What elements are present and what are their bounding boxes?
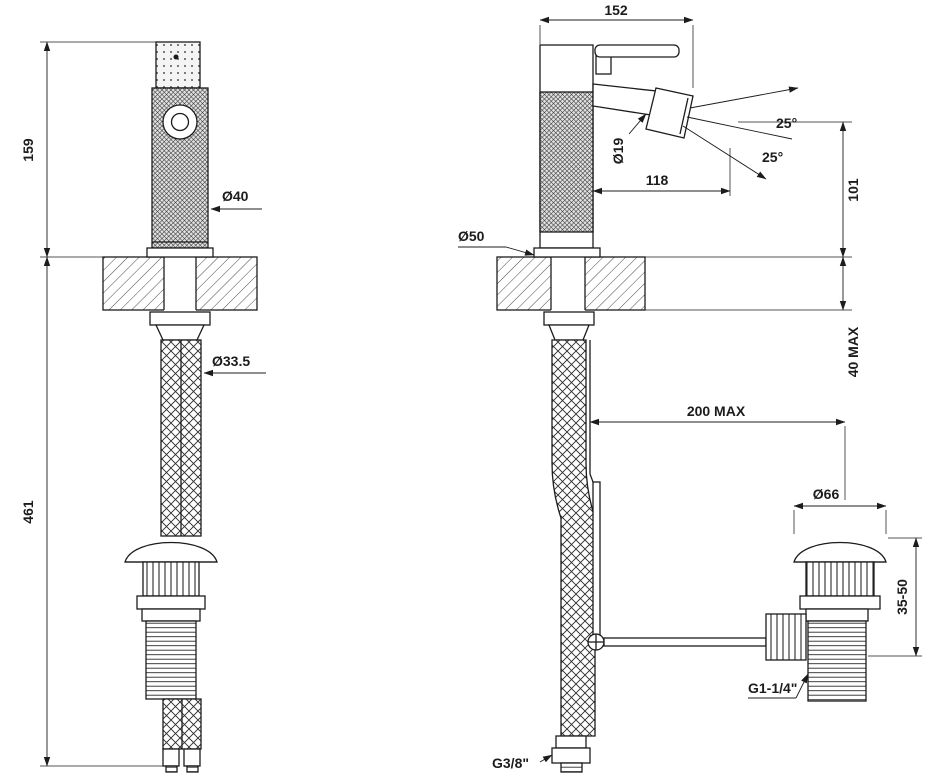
hose-nut bbox=[551, 747, 591, 764]
supply-thread-label: G3/8" bbox=[492, 755, 529, 771]
dim-35-50-group: 35-50 bbox=[868, 537, 922, 657]
dim-40max-group: 40 MAX bbox=[839, 256, 861, 377]
hose-fitting-right bbox=[183, 748, 201, 767]
countertop-front bbox=[102, 256, 258, 311]
handle-joint bbox=[595, 55, 612, 75]
mounting-nut-front bbox=[149, 311, 211, 341]
dim-118-label: 118 bbox=[646, 172, 669, 188]
waste-ring-front bbox=[136, 595, 206, 610]
washer-side bbox=[548, 324, 590, 341]
dim-35-50-label: 35-50 bbox=[894, 579, 910, 615]
locknut-side bbox=[543, 311, 595, 326]
faucet-knurl-side bbox=[539, 91, 594, 233]
leader-o50-b bbox=[505, 246, 535, 256]
waste-thread-callout: G1-1/4" bbox=[748, 673, 809, 699]
rod-lower bbox=[592, 481, 601, 636]
dim-152-label: 152 bbox=[604, 2, 628, 18]
waste-thread-front bbox=[145, 620, 197, 700]
spout-outlet-outer bbox=[162, 104, 198, 140]
supply-hoses-front bbox=[160, 339, 202, 537]
spray-line-upper bbox=[689, 86, 799, 109]
supply-hoses-front-lower bbox=[162, 698, 202, 773]
dim-o50-label: Ø50 bbox=[458, 228, 485, 244]
hose-end-fitting-side bbox=[551, 735, 591, 773]
spout-tube bbox=[592, 83, 657, 116]
waste-ring-side bbox=[799, 595, 881, 610]
waste-cap-side bbox=[793, 541, 887, 563]
popup-rod bbox=[587, 340, 767, 651]
waste-neck-side bbox=[805, 561, 875, 597]
shank-clearance-side bbox=[551, 256, 585, 311]
dim-101-group: 101 bbox=[738, 121, 861, 258]
locknut-front bbox=[149, 311, 211, 326]
front-dimension-lines: 159 461 Ø40 Ø33.5 bbox=[20, 41, 266, 767]
dim-o66-label: Ø66 bbox=[813, 486, 840, 502]
dim-101-label: 101 bbox=[845, 178, 861, 202]
dim-o50-group: Ø50 bbox=[458, 228, 535, 256]
mounting-nut-side bbox=[543, 311, 595, 341]
lever-pin-dot bbox=[173, 54, 179, 60]
washer-front bbox=[154, 324, 206, 341]
spray-line-lower bbox=[682, 125, 767, 180]
braided-hose-side bbox=[551, 339, 596, 737]
side-view: 152 25° 25° Ø19 bbox=[458, 2, 922, 773]
dim-118-group: 118 bbox=[592, 148, 731, 196]
dim-o40-label: Ø40 bbox=[222, 188, 249, 204]
dim-40max-label: 40 MAX bbox=[845, 326, 861, 377]
waste-thread-side bbox=[807, 620, 867, 702]
countertop-side bbox=[496, 256, 852, 311]
faucet-front bbox=[146, 41, 214, 258]
spray-angle-annotation: 25° 25° bbox=[682, 86, 799, 180]
leader-g114-b bbox=[795, 673, 809, 699]
dim-159-label: 159 bbox=[20, 138, 36, 162]
hose-thread-stub bbox=[560, 762, 583, 773]
leader-o19 bbox=[628, 113, 647, 135]
dim-o66-group: Ø66 bbox=[793, 486, 887, 534]
spray-line-axis bbox=[686, 116, 793, 140]
rod-jog bbox=[589, 473, 594, 483]
hose-fitting-left bbox=[162, 748, 180, 767]
dim-o19-label: Ø19 bbox=[610, 138, 626, 165]
base-escutcheon-side bbox=[533, 247, 601, 258]
dim-o19-group: Ø19 bbox=[610, 113, 647, 165]
front-view: 159 461 Ø40 Ø33.5 bbox=[20, 41, 266, 773]
dim-200max-group: 200 MAX bbox=[589, 403, 846, 500]
waste-collar-front bbox=[141, 608, 201, 622]
popup-waste-side bbox=[765, 541, 887, 702]
faucet-side bbox=[533, 44, 694, 258]
rod-entry-boss bbox=[765, 613, 807, 661]
waste-thread-label: G1-1/4" bbox=[748, 680, 797, 696]
hose-stub-right bbox=[186, 765, 199, 773]
spray-angle-lower-label: 25° bbox=[762, 149, 783, 165]
hose-ferrule bbox=[555, 735, 587, 749]
shank-clearance-front bbox=[164, 256, 196, 311]
lever-front bbox=[155, 41, 201, 89]
dim-o33-5-label: Ø33.5 bbox=[212, 353, 250, 369]
rod-horizontal bbox=[603, 637, 767, 647]
base-escutcheon-front bbox=[146, 247, 214, 258]
dim-461-label: 461 bbox=[20, 500, 36, 524]
dim-200max-label: 200 MAX bbox=[687, 403, 746, 419]
dim-152-group: 152 bbox=[539, 2, 694, 88]
handle-lever bbox=[594, 44, 680, 58]
spray-angle-upper-label: 25° bbox=[776, 115, 797, 131]
waste-collar-side bbox=[805, 608, 869, 622]
leader-g38 bbox=[539, 754, 553, 763]
supply-thread-callout: G3/8" bbox=[492, 754, 553, 771]
spout-outlet-inner bbox=[170, 112, 190, 132]
hose-stub-left bbox=[165, 765, 178, 773]
popup-waste-front bbox=[124, 541, 218, 700]
waste-neck-front bbox=[142, 561, 200, 597]
waste-cap-front bbox=[124, 541, 218, 563]
spray-face-line bbox=[679, 97, 689, 135]
